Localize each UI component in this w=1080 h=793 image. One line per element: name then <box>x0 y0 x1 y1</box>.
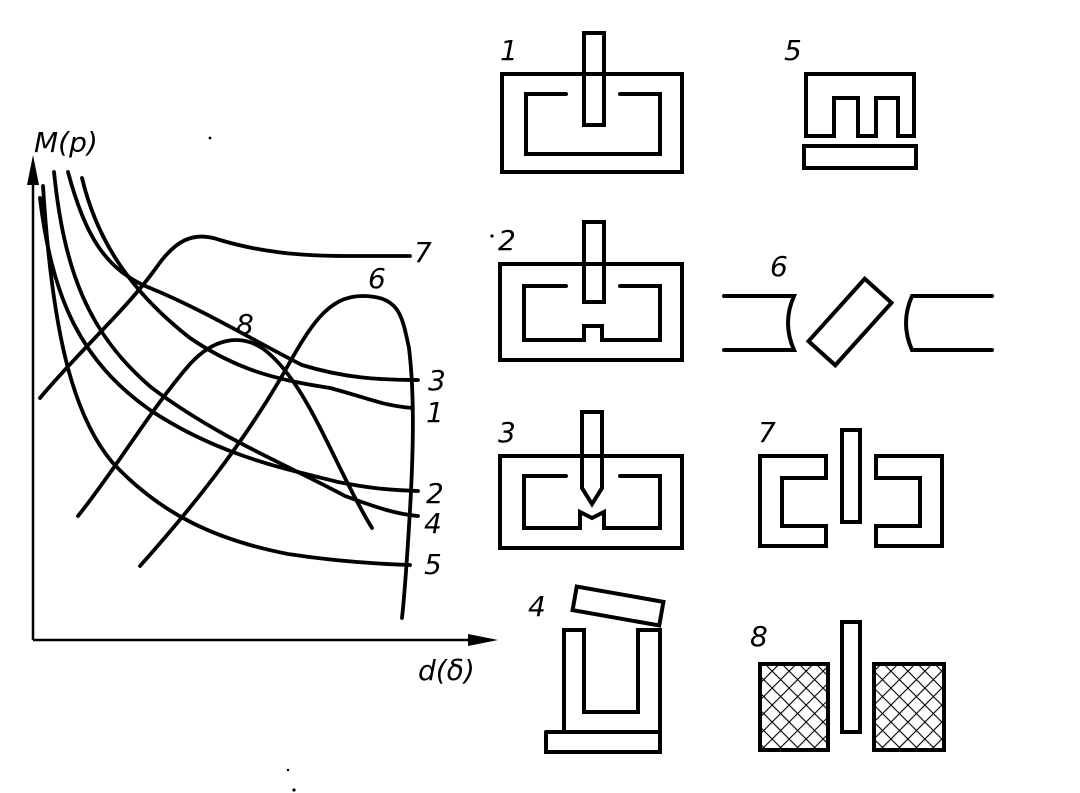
curve-label-1: 1 <box>426 396 444 429</box>
variant-8-plunger <box>840 620 862 734</box>
variant-3-core <box>498 454 684 550</box>
variant-5-sketch: 5 <box>784 34 918 170</box>
variant-label-7: 7 <box>758 416 776 449</box>
variant-8-left-coil <box>758 662 830 752</box>
curve-8 <box>76 338 374 530</box>
variant-1-plunger <box>582 31 606 127</box>
variant-7-right-core <box>874 454 944 548</box>
variant-7-plunger <box>840 428 862 524</box>
curve-2 <box>38 196 420 493</box>
curve-label-5: 5 <box>424 548 442 581</box>
variant-2-plunger <box>582 220 606 304</box>
curve-label-8: 8 <box>236 308 254 341</box>
variant-4-armature <box>570 584 666 628</box>
graph-axes <box>27 155 498 646</box>
variant-label-4: 4 <box>528 590 546 623</box>
curve-label-4: 4 <box>424 507 442 540</box>
variant-1-core-inner <box>524 92 662 156</box>
curve-5 <box>41 184 412 567</box>
variant-4-base <box>544 730 662 754</box>
variant-5-armature <box>802 144 918 170</box>
variant-8-sketch: 8 <box>750 620 946 752</box>
curve-label-3: 3 <box>428 364 446 397</box>
y-axis-label: M(p) <box>34 126 98 159</box>
curve-1 <box>80 176 414 410</box>
variant-2-core <box>498 262 684 362</box>
variant-1-sketch: 1 <box>500 31 684 174</box>
variant-2-core-inner <box>522 284 662 342</box>
variant-4-core <box>546 628 662 734</box>
variant-6-armature <box>805 275 895 369</box>
variant-6-sketch: 6 <box>722 250 994 369</box>
variant-4-sketch: 4 <box>528 584 666 754</box>
variant-label-1: 1 <box>500 34 518 67</box>
scan-specks <box>208 136 494 792</box>
y-axis-arrow <box>27 155 39 185</box>
variant-8-right-coil <box>872 662 946 752</box>
curve-3 <box>66 170 420 382</box>
curves <box>38 170 420 620</box>
variant-6-left-pole <box>722 294 798 352</box>
curve-7 <box>38 234 412 400</box>
variant-sketches: 1 5 2 6 3 <box>498 31 994 754</box>
curve-label-7: 7 <box>414 236 432 269</box>
curve-6 <box>138 294 415 620</box>
variant-5-comb <box>804 72 916 138</box>
curve-label-6: 6 <box>368 262 386 295</box>
variant-1-core <box>500 72 684 174</box>
variant-3-core-inner <box>522 474 662 530</box>
variant-3-sketch: 3 <box>498 410 684 550</box>
variant-2-sketch: 2 <box>498 220 684 362</box>
variant-6-right-pole <box>904 294 994 352</box>
x-axis-label: d(δ) <box>418 654 475 687</box>
variant-3-plunger <box>580 410 604 508</box>
variant-label-6: 6 <box>770 250 788 283</box>
curve-labels: 1 2 3 4 5 6 7 8 <box>236 236 446 581</box>
variant-label-8: 8 <box>750 620 768 653</box>
variant-label-5: 5 <box>784 34 802 67</box>
curve-4 <box>52 170 420 518</box>
curve-label-2: 2 <box>426 477 444 510</box>
variant-7-left-core <box>758 454 828 548</box>
x-axis-arrow <box>468 634 498 646</box>
variant-label-2: 2 <box>498 224 516 257</box>
characteristic-graph: M(p) d(δ) 1 2 3 4 5 6 7 8 <box>27 126 498 687</box>
variant-7-sketch: 7 <box>758 416 944 548</box>
variant-label-3: 3 <box>498 416 516 449</box>
